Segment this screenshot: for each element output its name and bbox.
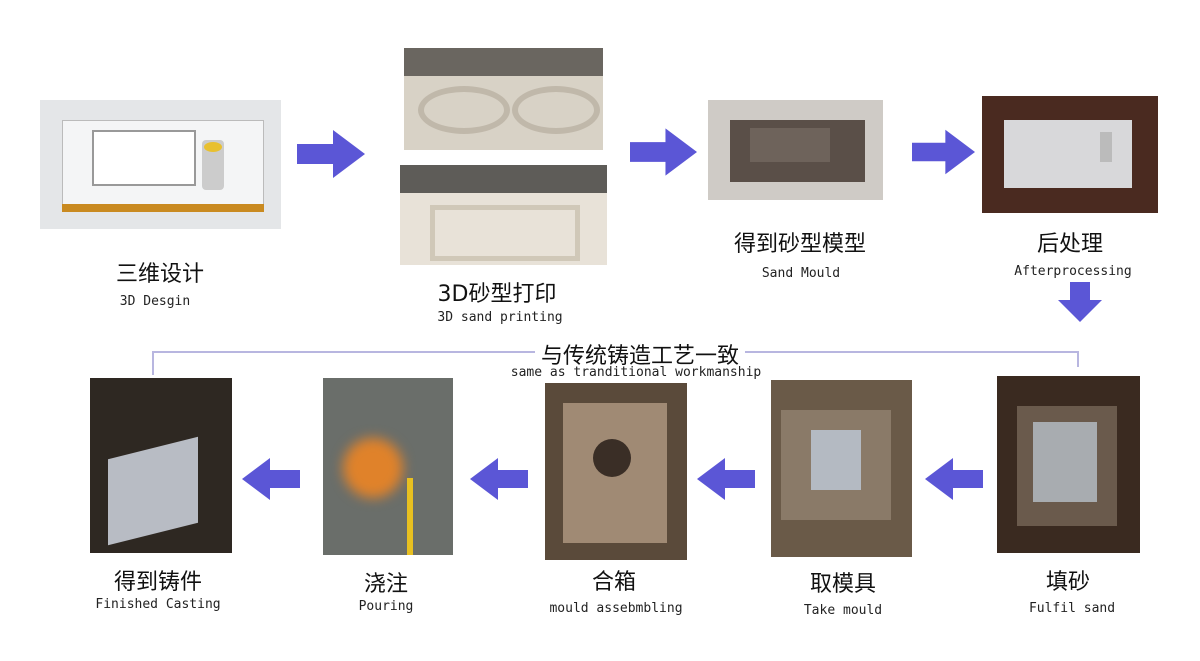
- arrow-left-icon: [697, 458, 755, 500]
- take-mould-image: [771, 380, 912, 557]
- step-label-cn: 3D砂型打印: [437, 282, 557, 307]
- bracket-label-cn: 与传统铸造工艺一致: [534, 338, 746, 370]
- sand-printing-image-1: [404, 48, 603, 150]
- bracket-line: [1077, 351, 1079, 367]
- step-label-en: Finished Casting: [95, 597, 221, 612]
- arrow-down-icon: [1058, 282, 1102, 322]
- step-label-en: Sand Mould: [761, 266, 841, 281]
- step-label-cn: 得到砂型模型: [733, 232, 867, 257]
- pouring-image: [323, 378, 453, 555]
- arrow-right-icon: [912, 129, 975, 175]
- arrow-left-icon: [242, 458, 300, 500]
- step-label-en: Pouring: [358, 599, 414, 614]
- step-label-en: Fulfil sand: [1028, 601, 1116, 616]
- arrow-right-icon: [630, 128, 697, 176]
- arrow-left-icon: [925, 458, 983, 500]
- mould-assembling-image: [545, 383, 687, 560]
- finished-casting-image: [90, 378, 232, 553]
- step-label-cn: 合箱: [591, 570, 637, 595]
- fulfil-sand-image: [997, 376, 1140, 553]
- step-label-en: mould assebmbling: [549, 601, 683, 616]
- step-label-en: Take mould: [803, 603, 883, 618]
- step-label-en: 3D Desgin: [119, 294, 191, 309]
- arrow-left-icon: [470, 458, 528, 500]
- step-label-cn: 后处理: [1036, 232, 1104, 257]
- cad-design-image: [40, 100, 281, 229]
- sand-mould-image: [708, 100, 883, 200]
- step-label-cn: 浇注: [363, 572, 409, 597]
- step-label-cn: 取模具: [809, 572, 877, 597]
- step-label-cn: 填砂: [1045, 570, 1091, 595]
- afterprocessing-image: [982, 96, 1158, 213]
- step-label-cn: 得到铸件: [113, 570, 203, 595]
- step-label-en: Afterprocessing: [1014, 264, 1132, 279]
- arrow-right-icon: [297, 130, 365, 178]
- bracket-line: [152, 351, 154, 375]
- step-label-cn: 三维设计: [115, 262, 205, 287]
- sand-printing-image-2: [400, 165, 607, 265]
- bracket-label-en: same as tranditional workmanship: [510, 365, 762, 380]
- step-label-en: 3D sand printing: [437, 310, 563, 325]
